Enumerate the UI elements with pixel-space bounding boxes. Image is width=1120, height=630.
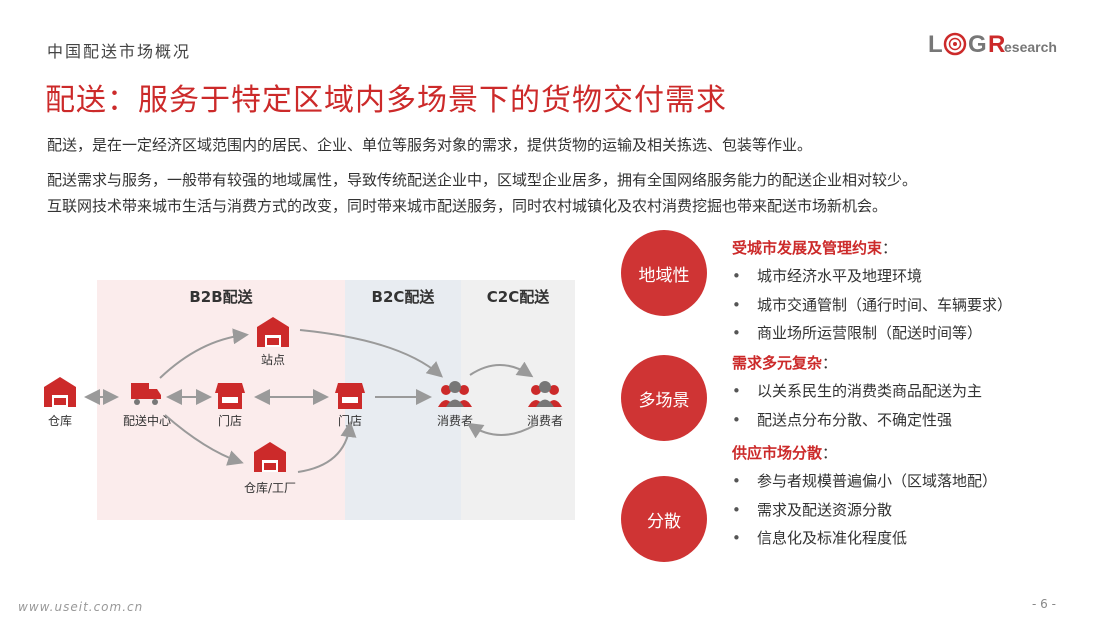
zone-b2b-title: B2B配送 [189, 288, 253, 306]
feature-heading: 需求多元复杂： [732, 352, 982, 373]
feature-panel-regional: 受城市发展及管理约束： 城市经济水平及地理环境 城市交通管制（通行时间、车辆要求… [732, 237, 1012, 348]
node-store-a-label: 门店 [218, 413, 242, 428]
distribution-diagram: B2B配送 B2C配送 C2C配送 仓库 配送中心 站点 门店 门店 仓库/工厂… [44, 280, 575, 520]
intro-paragraph-2: 配送需求与服务，一般带有较强的地域属性，导致传统配送企业中，区域型企业居多，拥有… [47, 167, 1087, 219]
feature-bullets: 城市经济水平及地理环境 城市交通管制（通行时间、车辆要求） 商业场所运营限制（配… [732, 262, 1012, 348]
footer-url: www.useit.com.cn [18, 600, 144, 614]
feature-heading-colon: ： [882, 239, 898, 257]
intro-paragraph-1: 配送，是在一定经济区域范围内的居民、企业、单位等服务对象的需求，提供货物的运输及… [47, 136, 813, 154]
node-consumer-b-label: 消费者 [527, 414, 563, 428]
node-factory-label: 仓库/工厂 [244, 480, 296, 495]
feature-heading-colon: ： [822, 444, 838, 462]
feature-circle-regional: 地域性 [621, 230, 707, 316]
node-consumer-a-label: 消费者 [437, 414, 473, 428]
logo: L G R esearch [928, 31, 1057, 58]
node-distribution-center-label: 配送中心 [123, 413, 171, 428]
intro-line-2: 互联网技术带来城市生活与消费方式的改变，同时带来城市配送服务，同时农村城镇化及农… [47, 197, 888, 215]
zone-b2c-bg [345, 280, 461, 520]
bullet-item: 城市经济水平及地理环境 [732, 262, 1012, 291]
svg-text:G: G [968, 31, 987, 58]
truck-icon [131, 383, 161, 405]
section-label: 中国配送市场概况 [47, 42, 192, 61]
node-warehouse-label: 仓库 [48, 413, 72, 428]
feature-heading-text: 供应市场分散 [732, 444, 823, 462]
zone-b2c-title: B2C配送 [372, 288, 436, 306]
feature-bullets: 参与者规模普遍偏小（区域落地配） 需求及配送资源分散 信息化及标准化程度低 [732, 467, 997, 553]
flow-arrows [84, 328, 536, 473]
feature-panel-dispersed: 供应市场分散： 参与者规模普遍偏小（区域落地配） 需求及配送资源分散 信息化及标… [732, 442, 997, 553]
feature-heading-text: 受城市发展及管理约束 [732, 239, 883, 257]
feature-heading: 供应市场分散： [732, 442, 997, 463]
zone-c2c-bg [461, 280, 575, 520]
bullet-item: 商业场所运营限制（配送时间等） [732, 319, 1012, 348]
svg-text:esearch: esearch [1004, 39, 1057, 55]
feature-bullets: 以关系民生的消费类商品配送为主 配送点分布分散、不确定性强 [732, 377, 982, 434]
intro-line-1: 配送需求与服务，一般带有较强的地域属性，导致传统配送企业中，区域型企业居多，拥有… [47, 171, 918, 189]
page-title: 配送：服务于特定区域内多场景下的货物交付需求 [45, 83, 727, 118]
bullet-item: 以关系民生的消费类商品配送为主 [732, 377, 982, 406]
warehouse-icon [44, 377, 76, 407]
bullet-item: 需求及配送资源分散 [732, 496, 997, 525]
node-station-label: 站点 [261, 353, 285, 367]
page-number: - 6 - [1032, 597, 1056, 611]
feature-heading-text: 需求多元复杂 [732, 354, 823, 372]
bullet-item: 参与者规模普遍偏小（区域落地配） [732, 467, 997, 496]
svg-text:L: L [928, 31, 943, 58]
bullet-item: 城市交通管制（通行时间、车辆要求） [732, 291, 1012, 320]
feature-panel-multi-scene: 需求多元复杂： 以关系民生的消费类商品配送为主 配送点分布分散、不确定性强 [732, 352, 982, 434]
shop-icon [215, 383, 245, 409]
svg-text:R: R [988, 31, 1005, 58]
bullet-item: 信息化及标准化程度低 [732, 524, 997, 553]
feature-heading: 受城市发展及管理约束： [732, 237, 1012, 258]
feature-circle-dispersed: 分散 [621, 476, 707, 562]
zone-c2c-title: C2C配送 [487, 288, 550, 306]
feature-heading-colon: ： [822, 354, 838, 372]
shop-icon-b [335, 383, 365, 409]
feature-circle-multi-scene: 多场景 [621, 355, 707, 441]
bullet-item: 配送点分布分散、不确定性强 [732, 406, 982, 435]
